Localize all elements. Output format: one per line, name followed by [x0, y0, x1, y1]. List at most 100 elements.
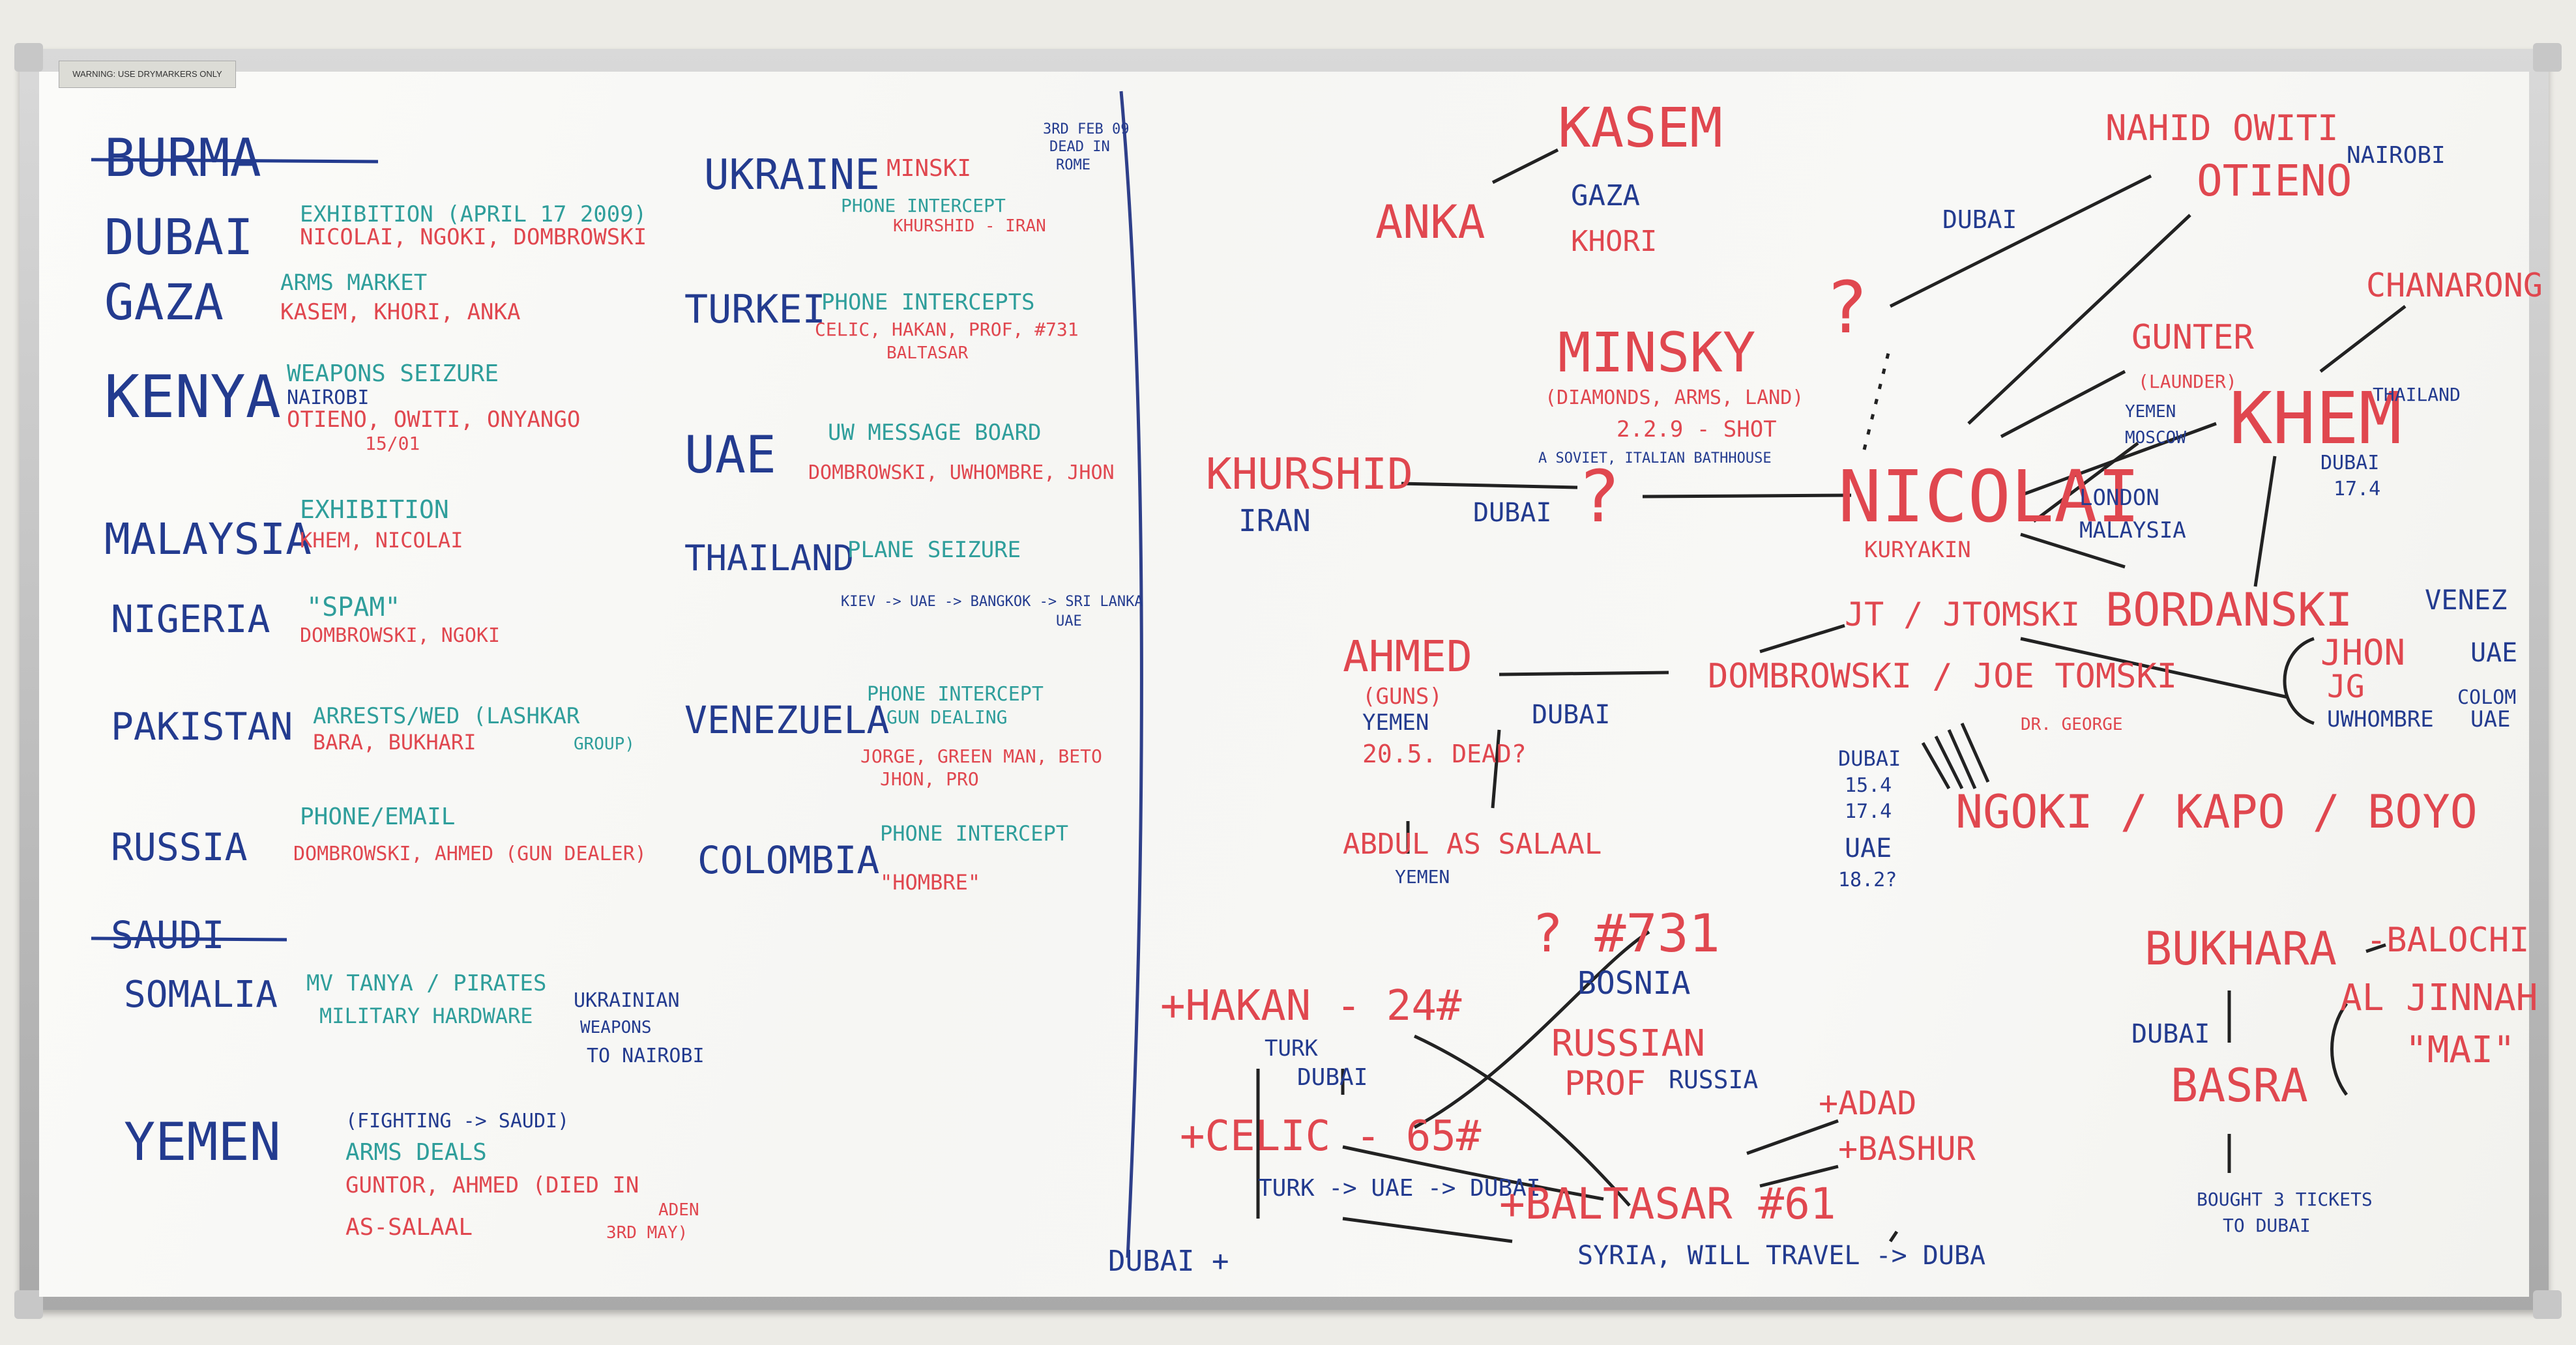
ukraine-note-4: ROME	[1056, 157, 1090, 173]
kasem-name: KASEM	[1558, 96, 1723, 160]
ukraine-note-5: PHONE INTERCEPT	[841, 195, 1006, 216]
dubai-dates-label: DUBAI	[1838, 746, 1901, 771]
turkey-label: TURKEI	[684, 287, 826, 332]
gaza-place: GAZA	[1571, 179, 1640, 212]
baltasar-name: +BALTASAR #61	[1499, 1179, 1836, 1229]
ahmed-note-3: 20.5. DEAD?	[1362, 740, 1527, 768]
gunter-note-1: (LAUNDER)	[2138, 371, 2237, 392]
dubai-label: DUBAI	[104, 208, 254, 266]
abdul-yemen: YEMEN	[1395, 866, 1450, 888]
pakistan-note-2: BARA, BUKHARI	[313, 730, 476, 755]
dubai-label-d: DUBAI	[1297, 1064, 1368, 1091]
number-731: ? #731	[1532, 903, 1720, 964]
venezuela-note-4: JHON, PRO	[880, 768, 979, 790]
burma-strikethrough	[91, 158, 379, 164]
uae-note-2: DOMBROWSKI, UWHOMBRE, JHON	[808, 461, 1115, 484]
somalia-note-4: WEAPONS	[580, 1018, 652, 1037]
frame-corner-bottom-right	[2533, 1290, 2562, 1319]
celic-name: +CELIC - 65#	[1180, 1112, 1482, 1161]
venezuela-note-2: GUN DEALING	[886, 706, 1007, 728]
khem-dubai: DUBAI	[2320, 452, 2379, 474]
thailand-note-1: PLANE SEIZURE	[847, 537, 1021, 563]
nigeria-label: NIGERIA	[111, 597, 270, 641]
gunter-note-2: YEMEN	[2125, 402, 2176, 422]
russia-note-2: DOMBROWSKI, AHMED (GUN DEALER)	[293, 843, 647, 865]
frame-corner-bottom-left	[14, 1290, 43, 1319]
gaza-note-1: ARMS MARKET	[280, 270, 427, 296]
russian-label: RUSSIAN	[1551, 1022, 1705, 1065]
prof-label: PROF	[1564, 1064, 1646, 1103]
yemen-note-6: 3rd MAY)	[606, 1223, 688, 1243]
bordanski-name: BORDANSKI	[2105, 583, 2352, 637]
yemen-note-1: (FIGHTING -> SAUDI)	[345, 1110, 569, 1133]
dubai-label-c: DUBAI	[1532, 700, 1610, 730]
nicolai-name: NICOLAI	[1838, 455, 2141, 538]
kuryakin-name: KURYAKIN	[1864, 537, 1971, 563]
minsky-note-1: (DIAMONDS, ARMS, LAND)	[1545, 386, 1804, 409]
dombrowski-name: DOMBROWSKI / JOE TOMSKI	[1708, 657, 2177, 696]
turk-route: TURK -> UAE -> DUBAI	[1258, 1175, 1540, 1202]
london-place: LONDON	[2079, 485, 2159, 511]
russia-note-1: PHONE/EMAIL	[300, 803, 455, 830]
dubai-label-a: DUBAI	[1942, 205, 2017, 234]
gunter-name: GUNTER	[2131, 318, 2255, 357]
saudi-strikethrough	[91, 936, 287, 942]
date-1: 15.4	[1845, 774, 1892, 797]
basra-place: BASRA	[2171, 1059, 2308, 1112]
yemen-note-3: GUNTOR, AHMED (DIED IN	[345, 1172, 639, 1198]
board-warning-label: WARNING: USE DRYMARKERS ONLY	[59, 61, 236, 88]
iran-place: IRAN	[1238, 503, 1311, 538]
nahid-owiti-name: NAHID OWITI	[2105, 108, 2339, 149]
venezuela-label: VENEZUELA	[684, 698, 889, 742]
jg-name: JG	[2327, 669, 2365, 705]
malaysia-note-1: EXHIBITION	[300, 495, 449, 524]
colombia-label: COLOMBIA	[697, 838, 879, 882]
minsky-note-3: A SOVIET, ITALIAN BATHHOUSE	[1538, 450, 1772, 467]
column-divider-line	[1119, 91, 1143, 1258]
dubai-label-b: DUBAI	[1473, 498, 1551, 528]
ahmed-note-2: YEMEN	[1362, 710, 1429, 736]
yemen-note-2: ARMS DEALS	[345, 1139, 487, 1166]
dubai-note-2: NICOLAI, NGOKI, DOMBROWSKI	[300, 224, 647, 250]
kenya-note-2: NAIROBI	[287, 386, 369, 409]
ahmed-name: AHMED	[1343, 631, 1472, 682]
kenya-note-3: OTIENO, OWITI, ONYANGO	[287, 407, 580, 433]
mai-name: "MAI"	[2405, 1029, 2515, 1071]
somalia-note-2: MILITARY HARDWARE	[319, 1004, 533, 1028]
uae-place-3: UAE	[1845, 833, 1892, 863]
bashur-name: +BASHUR	[1838, 1130, 1976, 1168]
dubai-label-f: DUBAI	[2131, 1019, 2210, 1049]
ukraine-note-6: KHURSHID - IRAN	[893, 216, 1046, 236]
uae-place-1: UAE	[2470, 638, 2517, 668]
syria-note: SYRIA, WILL TRAVEL -> DUBA	[1577, 1241, 1985, 1271]
tickets-note-1: BOUGHT 3 TICKETS	[2197, 1189, 2373, 1210]
dr-george-name: DR. GEORGE	[2021, 715, 2123, 734]
kenya-note-1: WEAPONS SEIZURE	[287, 360, 499, 387]
malaysia-place: MALAYSIA	[2079, 517, 2186, 543]
ukraine-note-3: DEAD IN	[1049, 139, 1110, 155]
yemen-note-4: ADEN	[658, 1200, 699, 1220]
ukraine-note-2: 3rd feb 09	[1043, 121, 1129, 137]
ahmed-note-1: (GUNS)	[1362, 684, 1442, 710]
colom-place: COLOM	[2457, 686, 2516, 709]
kenya-label: KENYA	[104, 363, 281, 431]
turkey-note-2: CELIC, HAKAN, PROF, #731	[815, 319, 1079, 340]
ngoki-kapo-boyo-name: NGOKI / KAPO / BOYO	[1955, 785, 2478, 839]
dubai-note-1: EXHIBITION (APRIL 17 2009)	[300, 201, 647, 227]
yemen-label: YEMEN	[124, 1112, 281, 1172]
khem-thailand: THAILAND	[2373, 384, 2461, 405]
thailand-label: THAILAND	[684, 538, 854, 579]
somalia-note-3: UKRAINIAN	[574, 989, 680, 1012]
nigeria-note-2: DOMBROWSKI, NGOKI	[300, 624, 500, 647]
nairobi-place: NAIROBI	[2347, 142, 2446, 169]
date-3: 18.2?	[1838, 869, 1897, 891]
thailand-note-2: KIEV -> UAE -> BANGKOK -> SRI LANKA	[841, 594, 1143, 610]
somalia-note-5: TO NAIROBI	[587, 1045, 705, 1067]
anka-name: ANKA	[1375, 195, 1486, 249]
kenya-note-4: 15/01	[365, 433, 420, 454]
turk-label-a: TURK	[1265, 1035, 1318, 1062]
diagram-connector-lines	[1256, 148, 2407, 1243]
chanarong-name: CHANARONG	[2366, 267, 2543, 304]
thailand-note-3: UAE	[1056, 613, 1082, 629]
pakistan-note-1b: GROUP)	[574, 734, 635, 754]
